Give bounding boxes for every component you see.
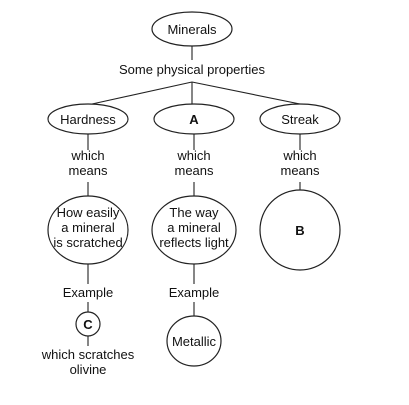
meaning-node-streak: B bbox=[259, 189, 341, 271]
connector-text: means bbox=[174, 163, 214, 178]
property-node-streak: Streak bbox=[259, 103, 341, 135]
meaning-node-a: The way a mineral reflects light bbox=[151, 195, 237, 265]
link-text: Some physical properties bbox=[119, 62, 265, 77]
property-node-a: A bbox=[153, 103, 235, 135]
root-label: Minerals bbox=[167, 22, 217, 37]
connector-text: means bbox=[68, 163, 108, 178]
example-node-metallic: Metallic bbox=[166, 315, 222, 367]
property-node-hardness: Hardness bbox=[47, 103, 129, 135]
example-text: Metallic bbox=[172, 334, 217, 349]
meaning-text: a mineral bbox=[61, 220, 115, 235]
connector-text: which bbox=[282, 148, 316, 163]
meaning-text: The way bbox=[169, 205, 219, 220]
property-label: A bbox=[189, 112, 199, 127]
connector-text: which bbox=[70, 148, 104, 163]
property-label: Streak bbox=[281, 112, 319, 127]
example-note: which scratches bbox=[41, 347, 135, 362]
example-label: Example bbox=[169, 285, 220, 300]
example-label: Example bbox=[63, 285, 114, 300]
meaning-text: is scratched bbox=[53, 235, 122, 250]
meaning-text: a mineral bbox=[167, 220, 221, 235]
connectors bbox=[87, 46, 301, 346]
example-text: C bbox=[83, 317, 93, 332]
meaning-text: How easily bbox=[57, 205, 120, 220]
meaning-text: reflects light bbox=[159, 235, 229, 250]
example-node-c: C bbox=[75, 311, 101, 337]
meaning-text: B bbox=[295, 223, 304, 238]
example-note: olivine bbox=[70, 362, 107, 377]
meaning-node-hardness: How easily a mineral is scratched bbox=[47, 195, 129, 265]
connector-text: which bbox=[176, 148, 210, 163]
connector-text: means bbox=[280, 163, 320, 178]
root-node: Minerals bbox=[151, 11, 233, 47]
property-label: Hardness bbox=[60, 112, 116, 127]
